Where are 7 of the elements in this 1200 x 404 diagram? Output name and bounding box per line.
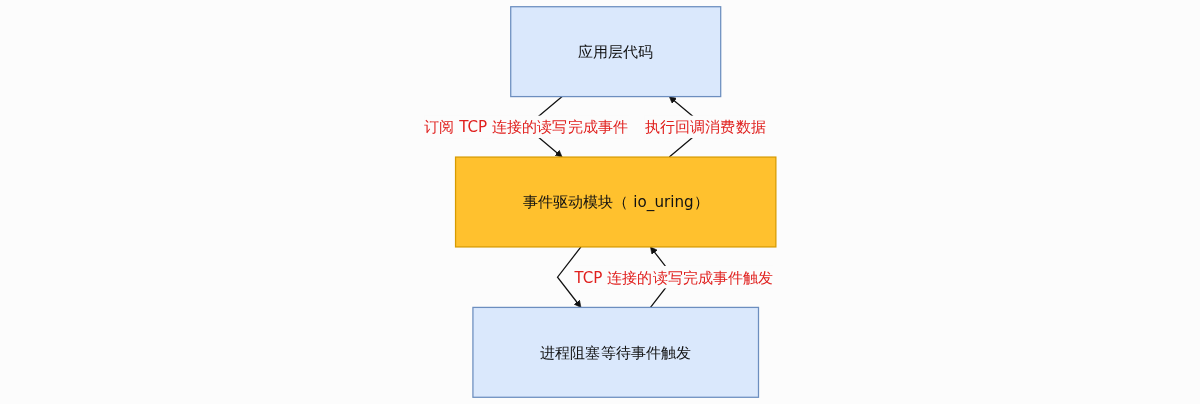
node-box: 应用层代码 <box>510 6 722 98</box>
edge-label: 执行回调消费数据 <box>644 118 766 136</box>
node-box: 事件驱动模块（ io_uring） <box>454 156 777 248</box>
edge-label: 订阅 TCP 连接的读写完成事件 <box>424 118 629 136</box>
edge-label: TCP 连接的读写完成事件触发 <box>574 268 774 286</box>
arrow <box>556 246 582 308</box>
node-box: 进程阻塞等待事件触发 <box>472 306 760 398</box>
